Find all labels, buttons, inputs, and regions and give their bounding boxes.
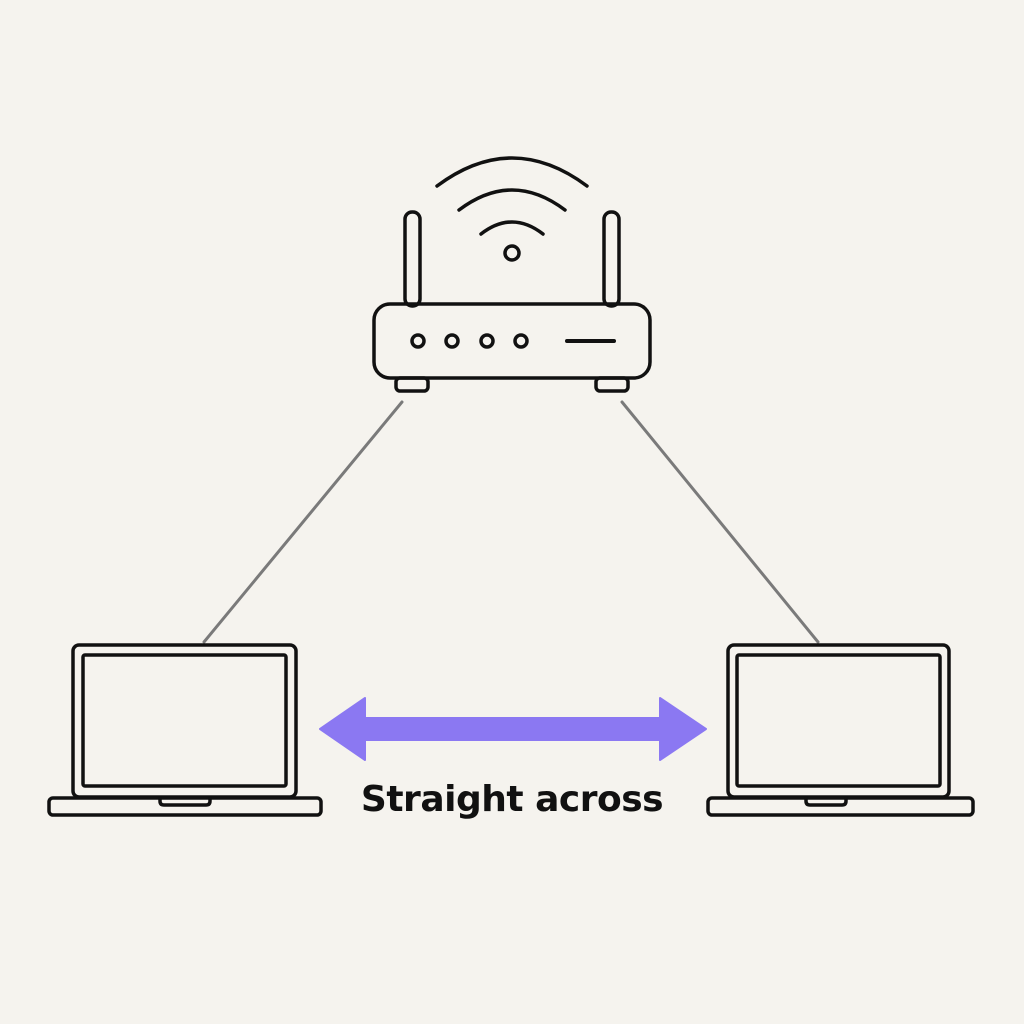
left-laptop-trackpad-notch bbox=[158, 796, 212, 807]
router-light-1 bbox=[410, 333, 426, 349]
connector-router-left-laptop bbox=[202, 400, 404, 644]
right-laptop-screen bbox=[735, 653, 942, 788]
connector-router-right-laptop bbox=[620, 400, 820, 644]
wifi-signal-icon bbox=[435, 156, 589, 262]
router-foot-left bbox=[394, 376, 430, 393]
router-light-2 bbox=[444, 333, 460, 349]
router-foot-right bbox=[594, 376, 630, 393]
right-laptop-lid bbox=[726, 643, 951, 799]
right-laptop-base bbox=[706, 796, 975, 817]
right-laptop-icon bbox=[706, 643, 975, 817]
left-laptop-screen bbox=[81, 653, 288, 788]
router-light-3 bbox=[479, 333, 495, 349]
left-laptop-base bbox=[47, 796, 323, 817]
direct-link-label: Straight across bbox=[360, 779, 664, 820]
router-antenna-right bbox=[602, 210, 621, 308]
router-light-4 bbox=[513, 333, 529, 349]
direct-link-arrow bbox=[319, 697, 707, 761]
double-headed-arrow-icon bbox=[319, 697, 707, 761]
right-laptop-trackpad-notch bbox=[804, 796, 848, 807]
wifi-router-icon bbox=[372, 156, 652, 393]
router-body bbox=[372, 302, 652, 380]
left-laptop-lid bbox=[71, 643, 298, 799]
left-laptop-icon bbox=[47, 643, 323, 817]
router-antenna-left bbox=[403, 210, 422, 308]
